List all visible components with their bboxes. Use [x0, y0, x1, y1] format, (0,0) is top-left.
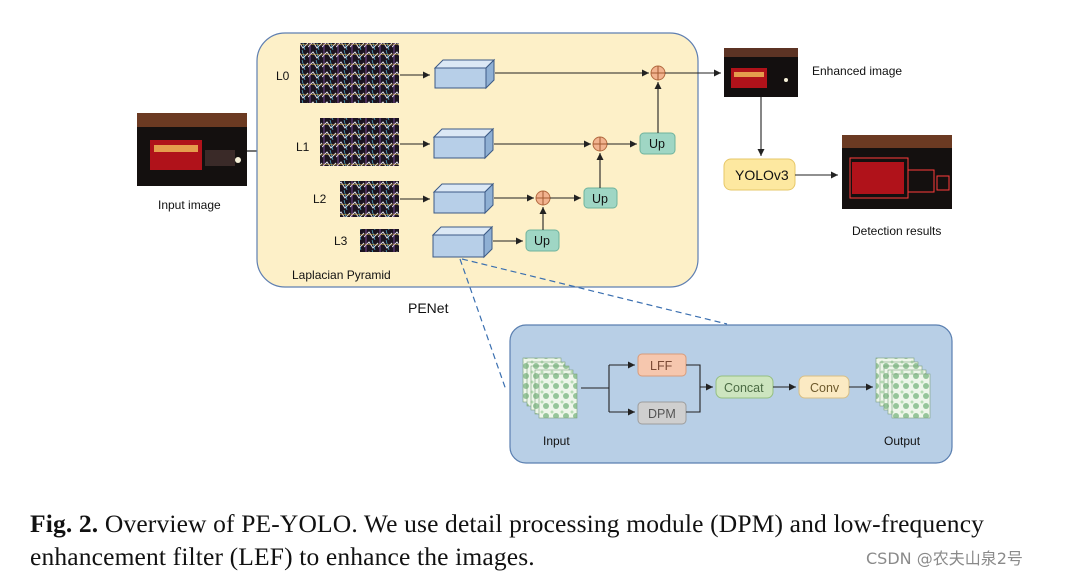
feature-block-l1: [432, 127, 495, 160]
conv-label: Conv: [810, 381, 840, 395]
penet-label: PENet: [408, 300, 449, 316]
output-feature-stack: [875, 357, 931, 419]
input-image-label: Input image: [158, 198, 221, 212]
lff-label: LFF: [650, 359, 673, 373]
add-node-l1: [592, 136, 608, 152]
lff-box: LFF: [637, 353, 687, 377]
pe-yolo-diagram: Input image Laplacian Pyramid PENet L0 L…: [137, 32, 953, 464]
watermark: CSDN @农夫山泉2号: [866, 549, 1023, 568]
level-image-l1: [320, 118, 399, 166]
level-label-l0: L0: [276, 69, 290, 83]
merge-connector: [686, 364, 713, 413]
up-box-l1: Up: [639, 132, 676, 155]
zoom-line-left: [459, 258, 507, 391]
yolov3-box: YOLOv3: [723, 158, 796, 191]
yolov3-label: YOLOv3: [735, 167, 789, 183]
level-label-l3: L3: [334, 234, 348, 248]
up-label-l1: Up: [649, 137, 665, 151]
figure-caption-prefix: Fig. 2.: [30, 509, 99, 538]
level-image-l0: [300, 43, 399, 103]
level-label-l1: L1: [296, 140, 310, 154]
up-box-l2: Up: [583, 187, 618, 209]
feature-block-l2: [432, 182, 495, 215]
figure-caption-text: Overview of PE-YOLO. We use detail proce…: [30, 509, 985, 571]
split-connector: [581, 365, 610, 412]
dpm-label: DPM: [648, 407, 676, 421]
enhanced-image: [724, 48, 798, 97]
detail-output-label: Output: [884, 434, 921, 448]
concat-box: Concat: [715, 375, 774, 399]
up-label-l3: Up: [534, 234, 550, 248]
figure-caption: Fig. 2. Overview of PE-YOLO. We use deta…: [30, 507, 1060, 573]
concat-label: Concat: [724, 381, 764, 395]
detection-results-label: Detection results: [852, 224, 941, 238]
level-label-l2: L2: [313, 192, 327, 206]
level-image-l3: [360, 229, 399, 252]
feature-block-l3: [431, 225, 494, 259]
laplacian-pyramid-label: Laplacian Pyramid: [292, 268, 391, 282]
input-feature-stack: [522, 357, 578, 419]
add-node-l2: [535, 190, 551, 206]
up-label-l2: Up: [592, 192, 608, 206]
conv-box: Conv: [798, 375, 850, 399]
level-image-l2: [340, 181, 399, 217]
detection-results-image: [842, 135, 952, 209]
zoom-line-right: [461, 258, 728, 325]
detail-input-label: Input: [543, 434, 570, 448]
feature-block-l0: [433, 58, 496, 90]
add-node-l0: [650, 65, 666, 81]
up-box-l3: Up: [525, 229, 560, 252]
enhanced-image-label: Enhanced image: [812, 64, 902, 78]
input-image: [137, 113, 247, 186]
dpm-box: DPM: [637, 401, 687, 425]
